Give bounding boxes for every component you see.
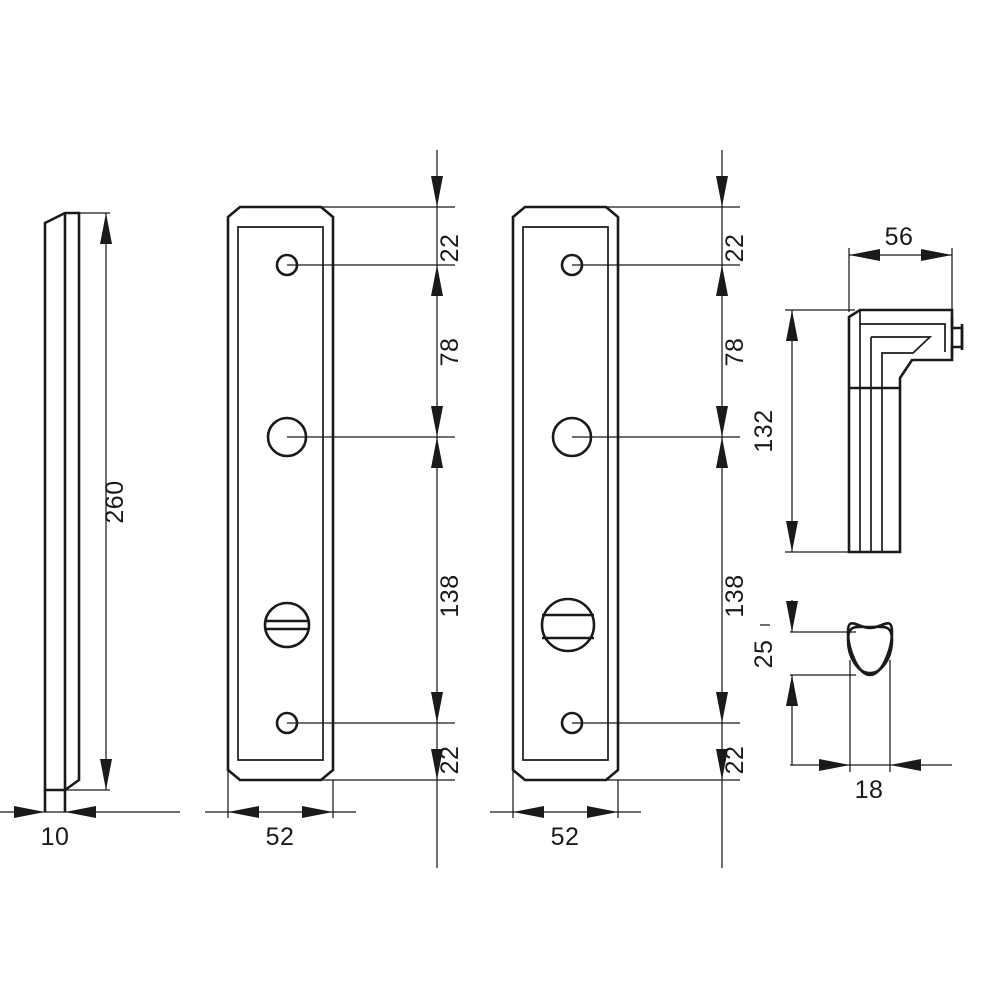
v2-extension-lines	[227, 206, 455, 818]
dim-10: 10	[0, 806, 180, 851]
v2-dim78-text: 78	[436, 338, 464, 367]
v2-plate-bevel-inner	[237, 226, 324, 761]
dim-10-text: 10	[41, 823, 70, 851]
dim-260: 260	[65, 212, 129, 791]
v3-dim22bot-text: 22	[721, 746, 749, 775]
v4-dim56-arrow-right	[921, 249, 952, 261]
view-handle-end-profile	[846, 621, 894, 677]
dim-10-arrow-left	[14, 806, 45, 818]
v4-dim56-text: 56	[885, 223, 914, 251]
dim-260-arrow-top	[100, 213, 112, 244]
v3-dim22top-text: 22	[721, 234, 749, 263]
v2-dim22top-arrow	[431, 176, 443, 207]
v5-profile-outline	[846, 621, 894, 677]
v4-spindle-collar	[950, 318, 964, 356]
v3-dim138-arrow-bottom	[716, 692, 728, 723]
v3-dim78-text: 78	[721, 338, 749, 367]
v2-dim138-text: 138	[436, 574, 464, 617]
v3-dim-chain: 22 78 138 22	[716, 150, 749, 868]
side-view-bottom-tail	[43, 790, 67, 812]
v5-dim25-text: 25	[750, 640, 778, 669]
v4-lever-arm-inner-top	[860, 323, 946, 352]
v2-dim138-arrow-top	[431, 437, 443, 468]
view-side-edge	[43, 211, 81, 812]
view-backplate-keyhole	[226, 205, 335, 782]
v2-dim22bot-text: 22	[436, 746, 464, 775]
v2-dim52-arrow-left	[228, 806, 259, 818]
v2-dim78-arrow-top	[431, 265, 443, 296]
v5-profile-rounded	[846, 625, 894, 675]
v3-dim-width: 52	[490, 806, 641, 851]
v5-dim18-text: 18	[855, 776, 884, 804]
v5-dim18-arrow-right	[890, 759, 921, 771]
v4-dim132-arrow-top	[786, 310, 798, 341]
v4-dim-132: 132	[750, 309, 855, 553]
v3-plate-bevel-inner	[522, 226, 609, 761]
dim-260-arrow-bottom	[100, 759, 112, 790]
v2-dim-width: 52	[205, 806, 356, 851]
v3-dim22top-arrow	[716, 176, 728, 207]
v4-lever-elbow-inner	[871, 336, 933, 552]
v2-dim22bot-arrow	[431, 749, 443, 780]
v2-dim52-text: 52	[266, 823, 295, 851]
v4-dim-56: 56	[848, 223, 953, 312]
v2-dim138-arrow-bottom	[431, 692, 443, 723]
view-backplate-thumbturn	[511, 205, 620, 782]
v2-dim52-arrow-right	[302, 806, 333, 818]
v3-dim52-text: 52	[551, 823, 580, 851]
v3-dim52-arrow-left	[513, 806, 544, 818]
v2-dim78-arrow-bottom	[431, 406, 443, 437]
v5-dim25-arrow-bottom	[786, 675, 798, 706]
v2-dim22top-text: 22	[436, 234, 464, 263]
v3-dim22bot-arrow	[716, 749, 728, 780]
v2-plate-outline	[226, 205, 335, 782]
v3-dim138-text: 138	[721, 574, 749, 617]
v3-dim52-arrow-right	[587, 806, 618, 818]
v5-dim-25: 25	[750, 600, 856, 765]
side-view-outline	[43, 211, 81, 792]
v3-plate-outline	[511, 205, 620, 782]
v5-dim25-arrow-top	[786, 601, 798, 632]
dim-260-text: 260	[101, 480, 129, 523]
v2-keyway-slot	[266, 619, 308, 631]
v2-dim-chain: 22 78 138 22	[431, 150, 464, 868]
v4-dim132-arrow-bottom	[786, 521, 798, 552]
v3-extension-lines	[512, 206, 740, 818]
v4-dim132-text: 132	[750, 409, 778, 452]
v3-dim78-arrow-top	[716, 265, 728, 296]
v3-thumbturn-circle	[540, 597, 596, 653]
v5-dim-18: 18	[790, 660, 952, 804]
v2-keyway-circle	[263, 601, 311, 649]
v3-dim138-arrow-top	[716, 437, 728, 468]
dim-10-arrow-right	[65, 806, 96, 818]
v4-dim56-arrow-left	[849, 249, 880, 261]
v5-dim18-arrow-left	[819, 759, 850, 771]
v3-dim78-arrow-bottom	[716, 406, 728, 437]
view-lever-handle	[847, 308, 964, 554]
